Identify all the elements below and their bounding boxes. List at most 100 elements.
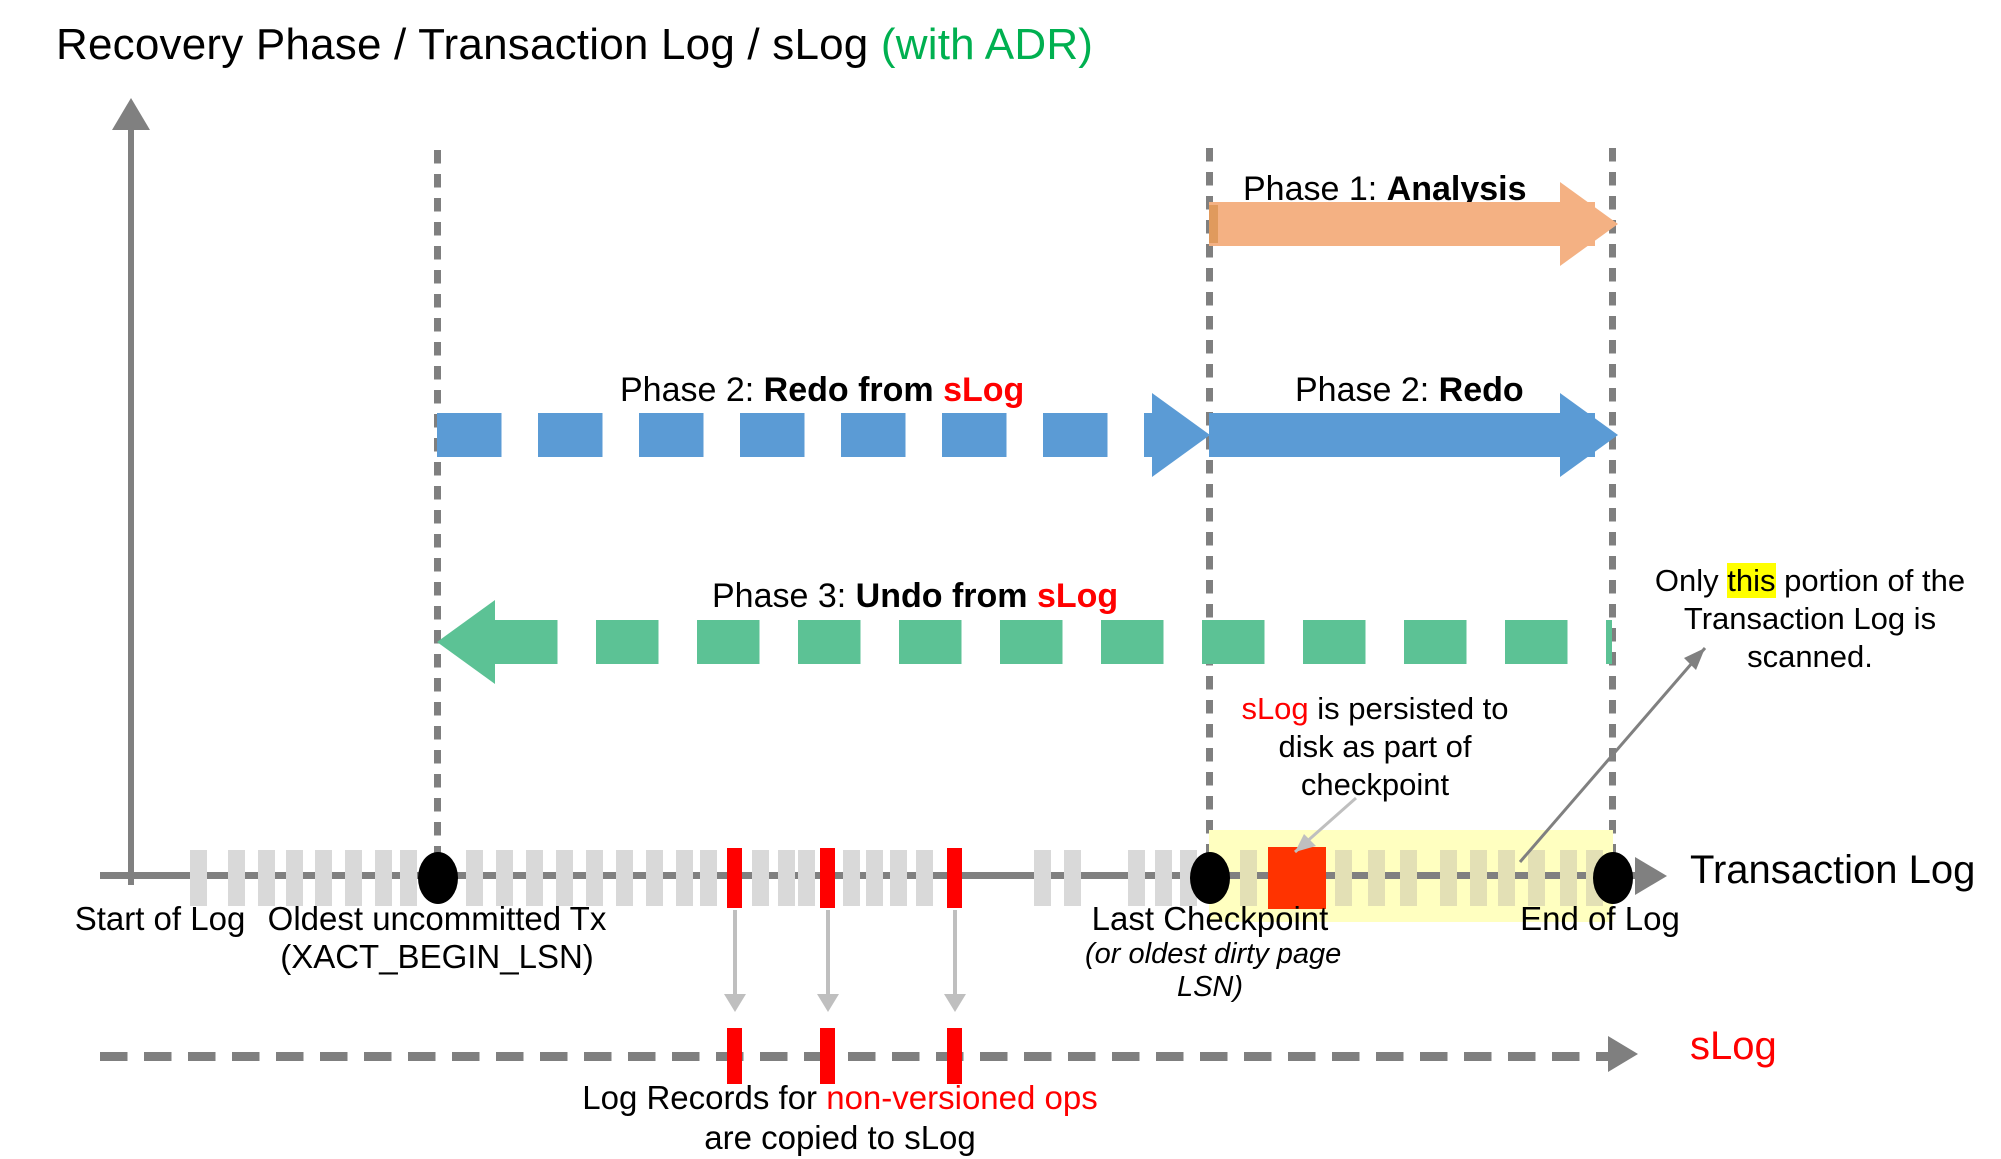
log-record-tick-scanned bbox=[1400, 850, 1417, 906]
log-record-tick bbox=[843, 850, 860, 906]
log-record-tick-scanned bbox=[1240, 850, 1257, 906]
phase-3-prefix: Phase 3: bbox=[712, 577, 856, 615]
slog-copy-callout: Log Records for non-versioned ops are co… bbox=[520, 1078, 1160, 1159]
phase-2-slog-dashed-body bbox=[437, 413, 1152, 457]
log-record-tick bbox=[466, 850, 483, 906]
log-record-tick bbox=[916, 850, 933, 906]
page-title: Recovery Phase / Transaction Log / sLog … bbox=[56, 20, 1093, 70]
log-record-tick bbox=[526, 850, 543, 906]
phase-3-dashed-body bbox=[495, 620, 1612, 664]
phase-2-slog-label: Phase 2: Redo from sLog bbox=[620, 371, 1024, 410]
log-record-tick bbox=[345, 850, 362, 906]
non-versioned-log-record-tick bbox=[947, 848, 962, 908]
phase-1-arrow-tail-cap bbox=[1209, 205, 1218, 243]
end-of-log-label: End of Log bbox=[1520, 900, 1680, 937]
last-checkpoint-label: Last Checkpoint (or oldest dirty page LS… bbox=[1085, 900, 1342, 1005]
log-record-tick bbox=[752, 850, 769, 906]
log-record-tick bbox=[496, 850, 513, 906]
slog-record-tick bbox=[727, 1028, 742, 1084]
checkpoint-callout-slog: sLog bbox=[1241, 691, 1309, 726]
slog-axis-label: sLog bbox=[1690, 1024, 1777, 1068]
phase-1-label: Phase 1: Analysis bbox=[1243, 170, 1527, 209]
phase-1-arrow-body bbox=[1209, 202, 1595, 246]
checkpoint-callout: sLog is persisted to disk as part of che… bbox=[1215, 690, 1535, 803]
slog-copy-line1-red: non-versioned ops bbox=[826, 1079, 1098, 1116]
page-title-main: Recovery Phase / Transaction Log / sLog bbox=[56, 20, 881, 69]
scan-callout-line1: Only this portion of the bbox=[1630, 562, 1990, 600]
log-record-tick bbox=[778, 850, 795, 906]
log-record-tick bbox=[375, 850, 392, 906]
scan-callout-line2: Transaction Log is scanned. bbox=[1683, 600, 1937, 674]
log-record-tick bbox=[1128, 850, 1145, 906]
oldest-tx-label: Oldest uncommitted Tx (XACT_BEGIN_LSN) bbox=[262, 900, 612, 976]
log-record-tick bbox=[1155, 850, 1172, 906]
phase-2-slog-arrowhead-icon bbox=[1152, 393, 1210, 477]
phase-2-slog-suffix: sLog bbox=[943, 371, 1025, 409]
slog-copy-callout-line2: are copied to sLog bbox=[704, 1119, 976, 1157]
non-versioned-log-record-tick bbox=[820, 848, 835, 908]
last-checkpoint-note-line1: (or oldest dirty page bbox=[1085, 938, 1342, 970]
phase-1-arrowhead-icon bbox=[1560, 182, 1618, 266]
checkpoint-callout-line2: disk as part of bbox=[1278, 728, 1472, 764]
phase-2-prefix: Phase 2: bbox=[1295, 371, 1439, 409]
checkpoint-callout-rest: is persisted to bbox=[1308, 691, 1509, 726]
log-record-tick bbox=[700, 850, 717, 906]
log-record-tick-scanned bbox=[1368, 850, 1385, 906]
checkpoint-callout-line3: checkpoint bbox=[1300, 766, 1450, 802]
phase-1-prefix: Phase 1: bbox=[1243, 170, 1387, 208]
log-record-tick bbox=[586, 850, 603, 906]
page-title-adr: (with ADR) bbox=[880, 20, 1094, 69]
copy-arrow-shaft-3 bbox=[953, 910, 957, 996]
log-record-tick-scanned bbox=[1528, 850, 1545, 906]
phase-2-slog-prefix: Phase 2: bbox=[620, 371, 764, 409]
non-versioned-log-record-tick bbox=[727, 848, 742, 908]
slog-record-tick bbox=[820, 1028, 835, 1084]
log-record-tick-scanned bbox=[1440, 850, 1457, 906]
log-record-tick bbox=[798, 850, 815, 906]
log-record-tick bbox=[315, 850, 332, 906]
scan-callout-highlight: this bbox=[1727, 563, 1776, 598]
guide-line-oldest-tx bbox=[434, 150, 441, 876]
log-record-tick bbox=[616, 850, 633, 906]
log-record-tick-scanned bbox=[1470, 850, 1487, 906]
guide-line-last-checkpoint bbox=[1206, 148, 1213, 876]
phase-2-label: Phase 2: Redo bbox=[1295, 371, 1524, 410]
log-record-tick bbox=[556, 850, 573, 906]
log-record-tick-scanned bbox=[1335, 850, 1352, 906]
checkpoint-callout-line1: sLog is persisted to bbox=[1215, 690, 1535, 728]
log-record-tick-scanned bbox=[1560, 850, 1577, 906]
phase-2-slog-name: Redo from bbox=[763, 371, 944, 409]
start-of-log-label: Start of Log bbox=[74, 900, 246, 937]
log-record-tick bbox=[400, 850, 417, 906]
oldest-tx-label-line2: (XACT_BEGIN_LSN) bbox=[280, 938, 594, 975]
y-axis-arrowhead-icon bbox=[112, 98, 150, 130]
phase-3-name: Undo from bbox=[855, 577, 1037, 615]
slog-copy-callout-line1: Log Records for non-versioned ops bbox=[520, 1078, 1160, 1118]
phase-2-name: Redo bbox=[1438, 371, 1524, 409]
oldest-uncommitted-tx-marker bbox=[418, 852, 458, 904]
log-record-tick bbox=[190, 850, 207, 906]
slog-record-tick bbox=[947, 1028, 962, 1084]
phase-3-label: Phase 3: Undo from sLog bbox=[712, 577, 1118, 616]
log-record-tick-scanned bbox=[1498, 850, 1515, 906]
log-record-tick bbox=[228, 850, 245, 906]
copy-arrow-head-icon-1 bbox=[724, 994, 746, 1012]
log-record-tick bbox=[866, 850, 883, 906]
oldest-tx-label-line1: Oldest uncommitted Tx bbox=[267, 900, 607, 937]
copy-arrow-head-icon-2 bbox=[817, 994, 839, 1012]
phase-2-arrow-body bbox=[1209, 413, 1595, 457]
checkpoint-callout-leader-icon bbox=[1294, 796, 1357, 854]
log-record-tick bbox=[676, 850, 693, 906]
guide-line-end-of-log bbox=[1609, 148, 1616, 876]
end-of-log-marker bbox=[1593, 852, 1633, 904]
log-record-tick bbox=[890, 850, 907, 906]
last-checkpoint-note-line2: LSN) bbox=[1176, 971, 1244, 1004]
phase-1-name: Analysis bbox=[1386, 170, 1527, 208]
slog-arrowhead-icon bbox=[1608, 1036, 1638, 1072]
scan-callout: Only this portion of the Transaction Log… bbox=[1630, 562, 1990, 675]
last-checkpoint-marker bbox=[1190, 852, 1230, 904]
phase-3-arrowhead-icon bbox=[437, 600, 495, 684]
log-record-tick bbox=[286, 850, 303, 906]
log-record-tick bbox=[1064, 850, 1081, 906]
phase-3-suffix: sLog bbox=[1036, 577, 1119, 615]
